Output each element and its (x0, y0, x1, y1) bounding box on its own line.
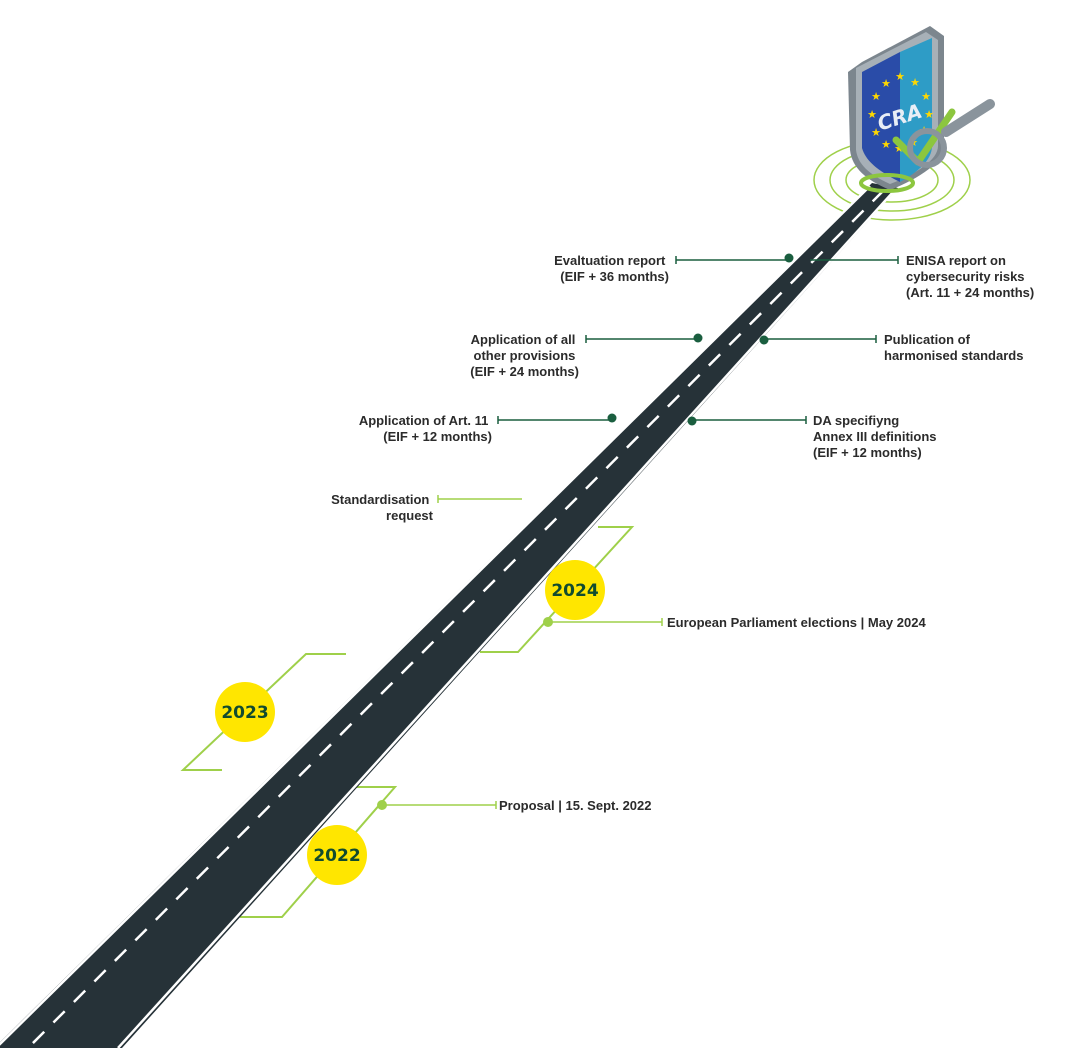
dot-application-all-provisions (693, 333, 703, 343)
svg-text:★: ★ (881, 77, 891, 90)
year-badge-2024: 2024 (545, 560, 605, 620)
road-edge-left (0, 185, 871, 1046)
dot-application-art-11 (607, 413, 617, 423)
year-badge-2022: 2022 (307, 825, 367, 885)
year-badge-2023: 2023 (215, 682, 275, 742)
year-badges: 2024 2023 2022 (215, 560, 605, 885)
road (0, 183, 898, 1048)
milestone-application-art-11: Application of Art. 11 (EIF + 12 months) (359, 413, 492, 444)
svg-text:★: ★ (867, 108, 877, 121)
milestone-ep-elections: European Parliament elections | May 2024 (667, 615, 926, 630)
dot-evaluation-report (784, 253, 794, 263)
milestone-evaluation-report: Evaltuation report (EIF + 36 months) (554, 253, 669, 284)
milestone-proposal: Proposal | 15. Sept. 2022 (499, 798, 651, 813)
svg-text:★: ★ (895, 70, 905, 83)
year-label-2024: 2024 (551, 581, 598, 601)
milestone-dots (377, 253, 794, 810)
milestone-application-all-provisions: Application of all other provisions (EIF… (470, 332, 579, 379)
dot-da-annex-iii (687, 416, 697, 426)
dot-ep-elections (543, 617, 553, 627)
dot-proposal (377, 800, 387, 810)
milestone-standardisation-request: Standardisation request (331, 492, 434, 523)
shield-icon: ★ ★ ★ ★ ★ ★ ★ ★ ★ ★ ★ ★ CRA (848, 26, 995, 193)
milestone-da-annex-iii: DA specifiyng Annex III definitions (EIF… (813, 413, 940, 460)
svg-text:★: ★ (924, 108, 934, 121)
magnifier-icon (907, 99, 995, 168)
svg-text:★: ★ (921, 90, 931, 103)
milestone-enisa-report: ENISA report on cybersecurity risks (Art… (906, 253, 1034, 300)
svg-text:★: ★ (894, 142, 904, 155)
year-label-2022: 2022 (313, 846, 360, 866)
road-edge-right (117, 190, 895, 1048)
milestone-labels: Evaltuation report (EIF + 36 months) ENI… (331, 253, 1034, 813)
milestone-harmonised-standards: Publication of harmonised standards (884, 332, 1023, 363)
dot-harmonised-standards (759, 335, 769, 345)
svg-text:★: ★ (871, 126, 881, 139)
svg-text:★: ★ (881, 138, 891, 151)
milestone-connectors (382, 256, 899, 809)
shield-base-ring (859, 173, 915, 193)
svg-text:★: ★ (871, 90, 881, 103)
year-label-2023: 2023 (221, 703, 268, 723)
svg-text:★: ★ (910, 76, 920, 89)
